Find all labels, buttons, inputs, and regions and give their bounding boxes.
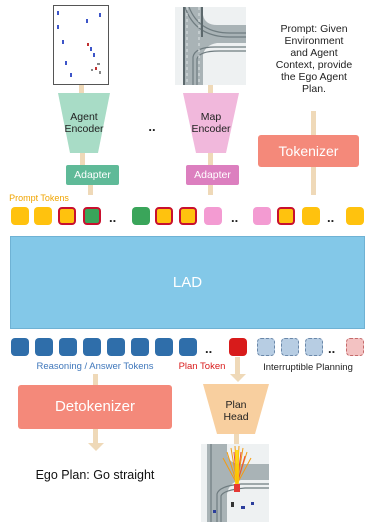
prompt-token bbox=[34, 207, 52, 225]
agent-image-arrow bbox=[79, 85, 84, 93]
tokenizer-arrow bbox=[311, 167, 316, 195]
map-image-arrow bbox=[208, 85, 213, 93]
reasoning-token bbox=[107, 338, 125, 356]
prompt-text: Prompt: Given Environment and Agent Cont… bbox=[275, 23, 353, 96]
lad-block bbox=[10, 236, 365, 329]
plan-token-label: Plan Token bbox=[178, 361, 226, 372]
map-adapter-label: Adapter bbox=[194, 169, 231, 181]
prompt-token bbox=[277, 207, 295, 225]
agent-adapter-block bbox=[66, 165, 119, 185]
map-adapter-block bbox=[186, 165, 239, 185]
token-dots: .. bbox=[231, 210, 239, 225]
token-dots: .. bbox=[205, 341, 213, 356]
token-dots: .. bbox=[327, 210, 335, 225]
plan-token-arrow-head bbox=[230, 374, 246, 382]
map-encoder-arrow bbox=[208, 153, 213, 165]
map-adapter-arrow bbox=[208, 185, 213, 195]
ego-plan-arrow bbox=[93, 429, 98, 443]
plan-token-arrow bbox=[235, 357, 240, 377]
map-encoder-block bbox=[183, 93, 239, 153]
reasoning-token bbox=[11, 338, 29, 356]
map-scene-image bbox=[175, 7, 246, 85]
prompt-token bbox=[346, 207, 364, 225]
plan-token bbox=[229, 338, 247, 356]
plan-head-arrow bbox=[234, 434, 239, 444]
prompt-token bbox=[179, 207, 197, 225]
agent-adapter-label: Adapter bbox=[74, 169, 111, 181]
agent-adapter-arrow bbox=[88, 185, 93, 195]
prompt-token bbox=[58, 207, 76, 225]
detokenizer-block bbox=[18, 385, 172, 429]
ego-plan-arrow-head bbox=[88, 443, 104, 451]
prompt-arrow bbox=[311, 111, 316, 135]
prompt-token bbox=[302, 207, 320, 225]
interruptible-token bbox=[257, 338, 275, 356]
agent-encoder-block bbox=[58, 93, 110, 153]
interruptible-planning-label: Interruptible Planning bbox=[263, 362, 353, 373]
lad-label: LAD bbox=[172, 274, 203, 291]
agent-encoder-label: Agent Encoder bbox=[64, 111, 104, 136]
plan-head-label: Plan Head bbox=[223, 399, 249, 424]
reasoning-tokens-label: Reasoning / Answer Tokens bbox=[36, 361, 154, 372]
ego-plan-text: Ego Plan: Go straight bbox=[35, 468, 155, 482]
prompt-token bbox=[11, 207, 29, 225]
reasoning-token bbox=[131, 338, 149, 356]
plan-head-block bbox=[203, 384, 269, 434]
detokenizer-arrow bbox=[93, 374, 98, 385]
prompt-token bbox=[132, 207, 150, 225]
prompt-token bbox=[83, 207, 101, 225]
agent-encoder-arrow bbox=[80, 153, 85, 165]
between-encoders-dots: .. bbox=[148, 119, 156, 134]
reasoning-token bbox=[83, 338, 101, 356]
tokenizer-label: Tokenizer bbox=[278, 143, 339, 159]
planned-trajectory-image bbox=[201, 444, 269, 522]
interruptible-token bbox=[305, 338, 323, 356]
prompt-token bbox=[253, 207, 271, 225]
interruptible-token bbox=[346, 338, 364, 356]
reasoning-token bbox=[155, 338, 173, 356]
map-encoder-label: Map Encoder bbox=[191, 111, 231, 136]
interruptible-token bbox=[281, 338, 299, 356]
prompt-token bbox=[155, 207, 173, 225]
reasoning-token bbox=[179, 338, 197, 356]
agent-scene-image bbox=[53, 5, 109, 85]
prompt-token bbox=[204, 207, 222, 225]
reasoning-token bbox=[59, 338, 77, 356]
tokenizer-block bbox=[258, 135, 359, 167]
prompt-tokens-label: Prompt Tokens bbox=[9, 193, 69, 203]
reasoning-token bbox=[35, 338, 53, 356]
detokenizer-label: Detokenizer bbox=[54, 398, 136, 415]
token-dots: .. bbox=[109, 210, 117, 225]
token-dots: .. bbox=[328, 341, 336, 356]
